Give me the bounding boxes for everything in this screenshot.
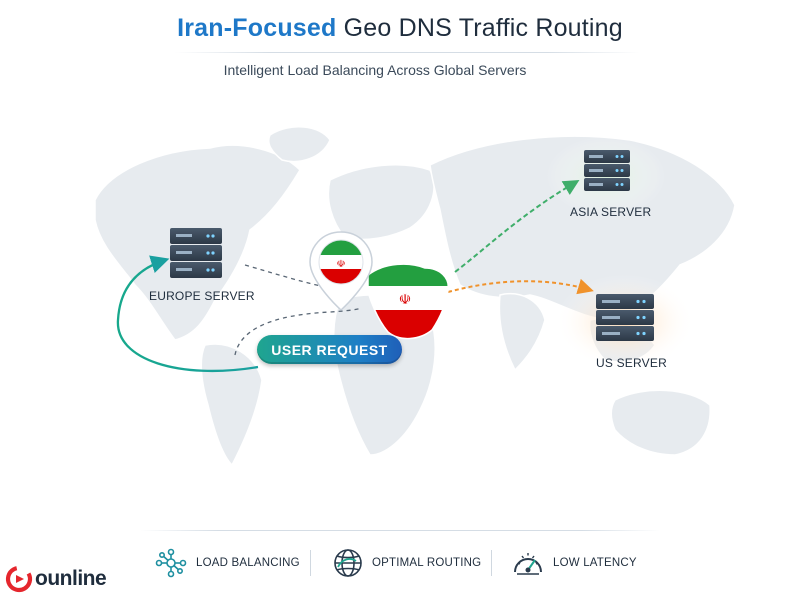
feature-separator xyxy=(491,550,492,576)
title-accent: Iran-Focused xyxy=(177,14,337,42)
footer-divider xyxy=(140,530,660,531)
greenland-landmass xyxy=(268,126,331,163)
brand-mark-icon xyxy=(5,565,33,593)
title-divider xyxy=(175,52,640,53)
feature-low-latency-label: LOW LATENCY xyxy=(553,557,637,569)
europe-dashed-link xyxy=(244,264,351,293)
globe-icon xyxy=(334,549,362,577)
brand-logo: ounline xyxy=(4,564,107,594)
feature-load-balancing-label: LOAD BALANCING xyxy=(196,557,300,569)
feature-optimal-routing-label: OPTIMAL ROUTING xyxy=(372,557,482,569)
network-nodes-icon xyxy=(155,548,187,578)
page-subtitle: Intelligent Load Balancing Across Global… xyxy=(223,62,527,78)
asia-server-label: ASIA SERVER xyxy=(570,205,652,219)
title-rest: Geo DNS Traffic Routing xyxy=(343,14,623,42)
europe-server-label: EUROPE SERVER xyxy=(149,289,255,303)
user-request-button[interactable]: USER REQUEST xyxy=(257,335,402,364)
iran-map-flag: ☫ xyxy=(367,263,449,340)
location-pin-icon: ☫ xyxy=(309,231,373,312)
asia-server-icon xyxy=(584,150,630,191)
page-title: Iran-Focused Geo DNS Traffic Routing xyxy=(0,14,800,43)
us-route-arrow xyxy=(447,278,594,295)
request-dashed-link xyxy=(234,307,363,356)
feature-load-balancing: LOAD BALANCING xyxy=(154,546,300,580)
feature-low-latency: LOW LATENCY xyxy=(511,546,637,580)
brand-name: ounline xyxy=(35,567,107,590)
speedometer-icon xyxy=(514,553,542,575)
feature-optimal-routing: OPTIMAL ROUTING xyxy=(332,546,481,580)
us-server-icon xyxy=(596,294,654,341)
feature-separator xyxy=(310,550,311,576)
asia-route-arrow xyxy=(454,179,580,273)
europe-server-icon xyxy=(170,228,222,278)
svg-text:☫: ☫ xyxy=(337,259,346,270)
europe-landmass xyxy=(327,164,435,241)
australia-landmass xyxy=(610,389,711,456)
europe-route-arrow xyxy=(116,255,259,373)
us-server-label: US SERVER xyxy=(596,356,667,370)
india-landmass xyxy=(498,293,546,372)
svg-text:☫: ☫ xyxy=(399,292,412,308)
south-america-landmass xyxy=(200,343,263,467)
